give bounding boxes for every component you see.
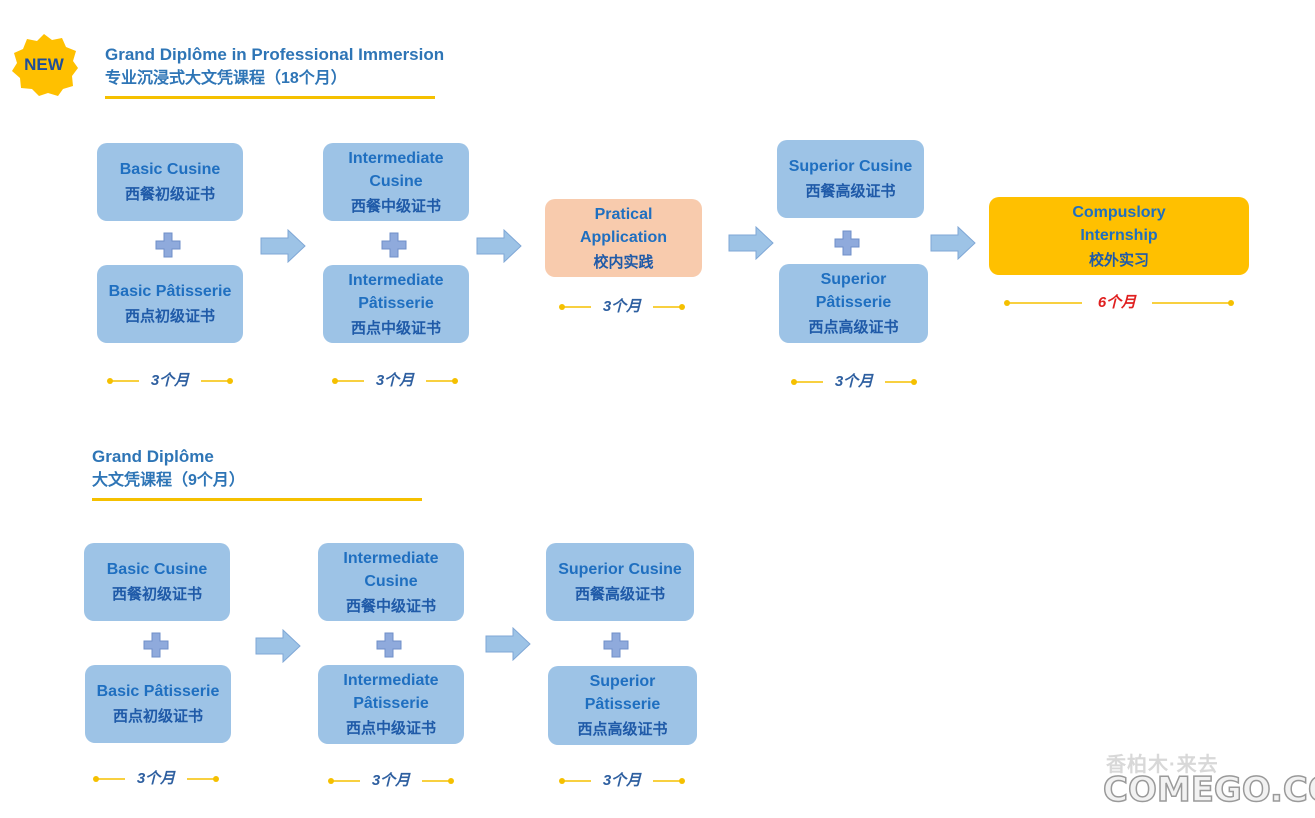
- box-subtitle: 西点初级证书: [112, 708, 203, 725]
- duration-label: 3个月: [375, 372, 415, 389]
- box-title: Basic Pâtisserie: [96, 683, 220, 700]
- watermark-logo: COMEGO.COM: [1102, 769, 1315, 811]
- p2-basic-patisserie-box: Basic Pâtisserie 西点初级证书: [85, 665, 231, 743]
- plus-icon: [376, 632, 402, 658]
- box-subtitle: 西餐高级证书: [805, 183, 896, 200]
- p1-basic-patisserie-box: Basic Pâtisserie 西点初级证书: [97, 265, 243, 343]
- p2-basic-duration: 3个月: [93, 769, 219, 789]
- p1-intermediate-patisserie-box: Intermediate Pâtisserie 西点中级证书: [323, 265, 469, 343]
- program1-underline: [105, 96, 435, 99]
- p2-intermediate-cuisine-box: Intermediate Cusine 西餐中级证书: [318, 543, 464, 621]
- plus-icon: [155, 232, 181, 258]
- box-subtitle: 西餐初级证书: [124, 186, 215, 203]
- badge-burst-icon: [12, 34, 78, 96]
- p2-intermediate-duration: 3个月: [328, 771, 454, 791]
- arrow-right-icon: [476, 229, 522, 263]
- box-title: Compuslory Internship: [1072, 203, 1166, 244]
- p1-internship-duration: 6个月: [1004, 293, 1234, 313]
- p2-intermediate-patisserie-box: Intermediate Pâtisserie 西点中级证书: [318, 665, 464, 744]
- plus-icon: [381, 232, 407, 258]
- box-title: Superior Cusine: [788, 158, 913, 175]
- box-title: Superior Pâtisserie: [815, 271, 892, 311]
- duration-label: 3个月: [602, 298, 642, 315]
- arrow-right-icon: [930, 226, 976, 260]
- box-subtitle: 西餐中级证书: [345, 597, 436, 615]
- box-subtitle: 西点初级证书: [124, 308, 215, 325]
- p1-intermediate-duration: 3个月: [332, 371, 458, 391]
- program1-subtitle: 专业沉浸式大文凭课程（18个月）: [105, 70, 347, 87]
- arrow-right-icon: [260, 229, 306, 263]
- box-title: Basic Cusine: [119, 161, 221, 178]
- box-title: Basic Cusine: [106, 561, 208, 578]
- p1-intermediate-cuisine-box: Intermediate Cusine 西餐中级证书: [323, 143, 469, 221]
- program2-underline: [92, 498, 422, 501]
- arrow-right-icon: [485, 627, 531, 661]
- box-subtitle: 西餐中级证书: [350, 197, 441, 215]
- duration-label: 6个月: [1097, 294, 1137, 311]
- box-title: Intermediate Pâtisserie: [343, 672, 439, 712]
- p1-basic-duration: 3个月: [107, 371, 233, 391]
- p1-superior-duration: 3个月: [791, 372, 917, 392]
- p2-superior-cuisine-box: Superior Cusine 西餐高级证书: [546, 543, 694, 621]
- box-title: Intermediate Cusine: [343, 549, 439, 590]
- plus-icon: [603, 632, 629, 658]
- box-subtitle: 校内实践: [593, 253, 654, 271]
- p1-internship-box: Compuslory Internship 校外实习: [989, 197, 1249, 275]
- p2-superior-duration: 3个月: [559, 771, 685, 791]
- box-title: Superior Cusine: [558, 561, 682, 578]
- p1-practical-duration: 3个月: [559, 297, 685, 317]
- box-title: Superior Pâtisserie: [584, 673, 661, 713]
- new-badge: NEW: [10, 34, 78, 96]
- box-subtitle: 西点高级证书: [808, 319, 899, 336]
- duration-label: 3个月: [834, 373, 874, 390]
- program1-title: Grand Diplôme in Professional Immersion: [105, 45, 445, 64]
- duration-label: 3个月: [371, 772, 411, 789]
- p1-basic-cuisine-box: Basic Cusine 西餐初级证书: [97, 143, 243, 221]
- badge-label: NEW: [24, 55, 64, 74]
- box-subtitle: 西点中级证书: [345, 720, 436, 737]
- p1-superior-cuisine-box: Superior Cusine 西餐高级证书: [777, 140, 924, 218]
- box-title: Basic Pâtisserie: [108, 283, 232, 300]
- box-subtitle: 西餐初级证书: [111, 586, 202, 603]
- box-subtitle: 西点中级证书: [350, 319, 441, 337]
- p2-superior-patisserie-box: Superior Pâtisserie 西点高级证书: [548, 666, 697, 745]
- program2-subtitle: 大文凭课程（9个月）: [92, 472, 245, 489]
- arrow-right-icon: [728, 226, 774, 260]
- p1-superior-patisserie-box: Superior Pâtisserie 西点高级证书: [779, 264, 928, 343]
- p1-practical-application-box: Pratical Application 校内实践: [545, 199, 702, 277]
- arrow-right-icon: [255, 629, 301, 663]
- program2-title: Grand Diplôme: [92, 447, 214, 466]
- box-title: Intermediate Pâtisserie: [348, 271, 444, 312]
- plus-icon: [834, 230, 860, 256]
- box-title: Pratical Application: [579, 205, 668, 246]
- p2-basic-cuisine-box: Basic Cusine 西餐初级证书: [84, 543, 230, 621]
- duration-label: 3个月: [150, 372, 190, 389]
- plus-icon: [143, 632, 169, 658]
- box-subtitle: 西点高级证书: [577, 721, 668, 738]
- watermark-chinese: 香柏木·来去: [1106, 754, 1219, 776]
- box-subtitle: 校外实习: [1088, 251, 1149, 269]
- box-title: Intermediate Cusine: [348, 149, 444, 190]
- box-subtitle: 西餐高级证书: [574, 586, 665, 603]
- duration-label: 3个月: [602, 772, 642, 789]
- duration-label: 3个月: [136, 770, 176, 787]
